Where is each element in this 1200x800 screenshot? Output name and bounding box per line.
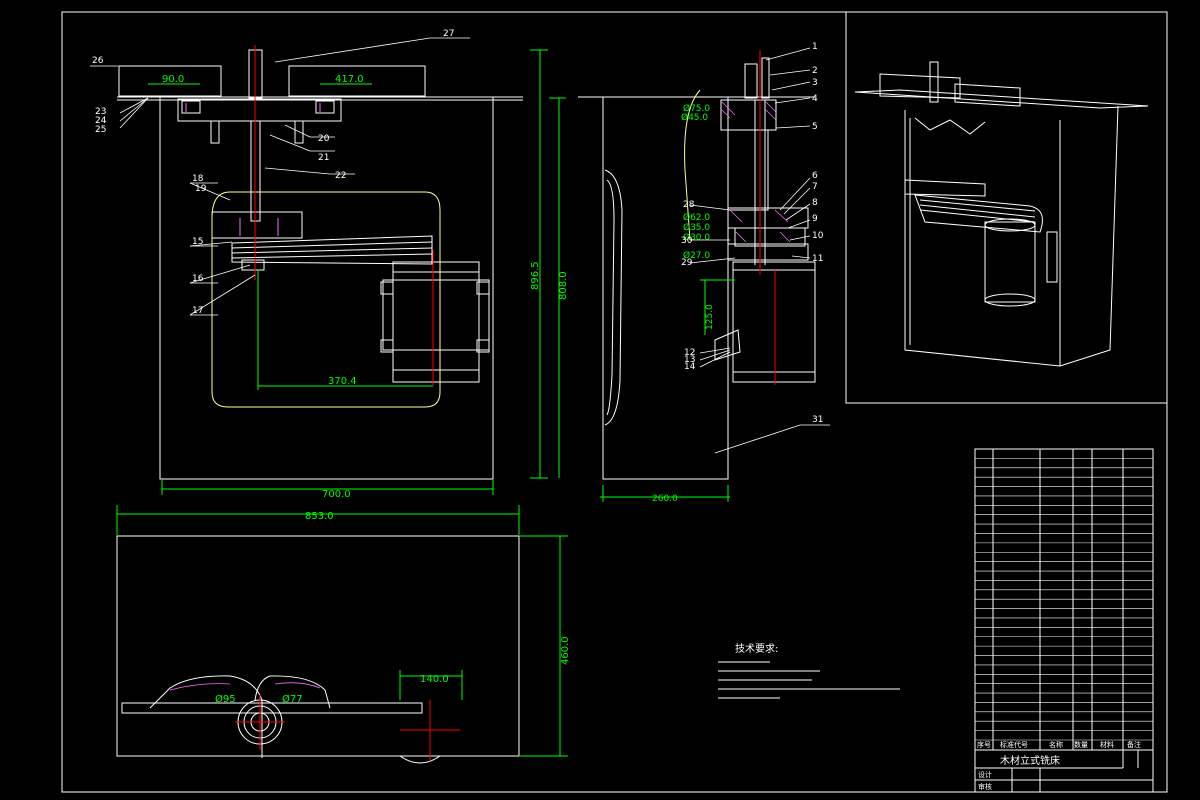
callout-1: 1 [812, 42, 818, 52]
callout-15: 15 [192, 237, 203, 247]
callout-2: 2 [812, 66, 818, 76]
callout-14: 14 [684, 362, 696, 372]
callout-28: 28 [683, 200, 695, 210]
callout-25: 25 [95, 125, 106, 135]
drawing-border [61, 11, 1168, 793]
callout-30: 30 [681, 236, 693, 246]
bom-header-qty: 数量 [1074, 740, 1088, 749]
callout-8: 8 [812, 198, 818, 208]
callout-27: 27 [443, 29, 454, 39]
top-view: 853.0 460.0 140.0 Ø95 Ø77 [116, 505, 571, 764]
dim-460: 460.0 [560, 636, 571, 665]
dim-808: 808.0 [558, 271, 569, 300]
dim-370: 370.4 [328, 376, 357, 387]
callout-6: 6 [812, 171, 818, 181]
callout-9: 9 [812, 214, 818, 224]
dim-d35: Ø35.0 [683, 222, 710, 233]
notes-title: 技术要求: [735, 642, 778, 655]
dim-d45: Ø45.0 [681, 112, 708, 123]
dim-853: 853.0 [305, 511, 334, 522]
bom-header-seq: 序号 [977, 740, 991, 749]
callout-11: 11 [812, 254, 823, 264]
bom-header-material: 材料 [1100, 740, 1114, 749]
callout-4: 4 [812, 94, 818, 104]
drawing-title: 木材立式铣床 [1000, 754, 1060, 767]
callout-26: 26 [92, 56, 104, 66]
callout-31: 31 [812, 415, 823, 425]
callout-17: 17 [192, 306, 203, 316]
callout-23: 23 [95, 107, 106, 117]
dim-417: 417.0 [335, 74, 364, 85]
callout-7: 7 [812, 182, 818, 192]
callout-13: 13 [684, 355, 695, 365]
callout-16: 16 [192, 274, 204, 284]
front-view: 90.0 417.0 370.4 700.0 896.5 808.0 [90, 29, 569, 500]
dim-125: 125.0 [705, 304, 715, 330]
callout-19: 19 [195, 184, 207, 194]
dim-140: 140.0 [420, 674, 449, 685]
callout-21: 21 [318, 153, 329, 163]
title-block: 序号 标准代号 名称 数量 材料 备注 设计 审核 木材立式铣床 [974, 448, 1154, 793]
dim-260: 260.0 [652, 494, 678, 504]
dim-d30: Ø30.0 [683, 232, 710, 243]
callout-12: 12 [684, 348, 695, 358]
technical-notes: 技术要求: [718, 642, 900, 699]
callout-18: 18 [192, 174, 204, 184]
callout-10: 10 [812, 231, 824, 241]
callout-24: 24 [95, 116, 107, 126]
callout-3: 3 [812, 78, 818, 88]
dim-d95: Ø95 [215, 693, 236, 705]
callout-20: 20 [318, 134, 330, 144]
dim-d27: Ø27.0 [683, 250, 710, 261]
callout-22: 22 [335, 171, 346, 181]
bom-header-name: 名称 [1049, 740, 1063, 749]
dim-90: 90.0 [162, 74, 184, 85]
dim-700: 700.0 [322, 489, 351, 500]
side-view: Ø75.0 Ø45.0 Ø62.0 Ø35.0 Ø30.0 Ø27.0 125.… [578, 42, 830, 504]
review-label: 审核 [978, 782, 992, 791]
dim-d62: Ø62.0 [683, 212, 710, 223]
dim-d75: Ø75.0 [683, 103, 710, 114]
bom-header-remark: 备注 [1127, 740, 1141, 749]
dim-d77: Ø77 [282, 693, 303, 705]
dim-896: 896.5 [530, 261, 541, 290]
design-label: 设计 [978, 770, 992, 779]
callout-29: 29 [681, 258, 693, 268]
callout-5: 5 [812, 122, 818, 132]
isometric-view [854, 61, 1149, 367]
bom-header-code: 标准代号 [1000, 740, 1028, 749]
